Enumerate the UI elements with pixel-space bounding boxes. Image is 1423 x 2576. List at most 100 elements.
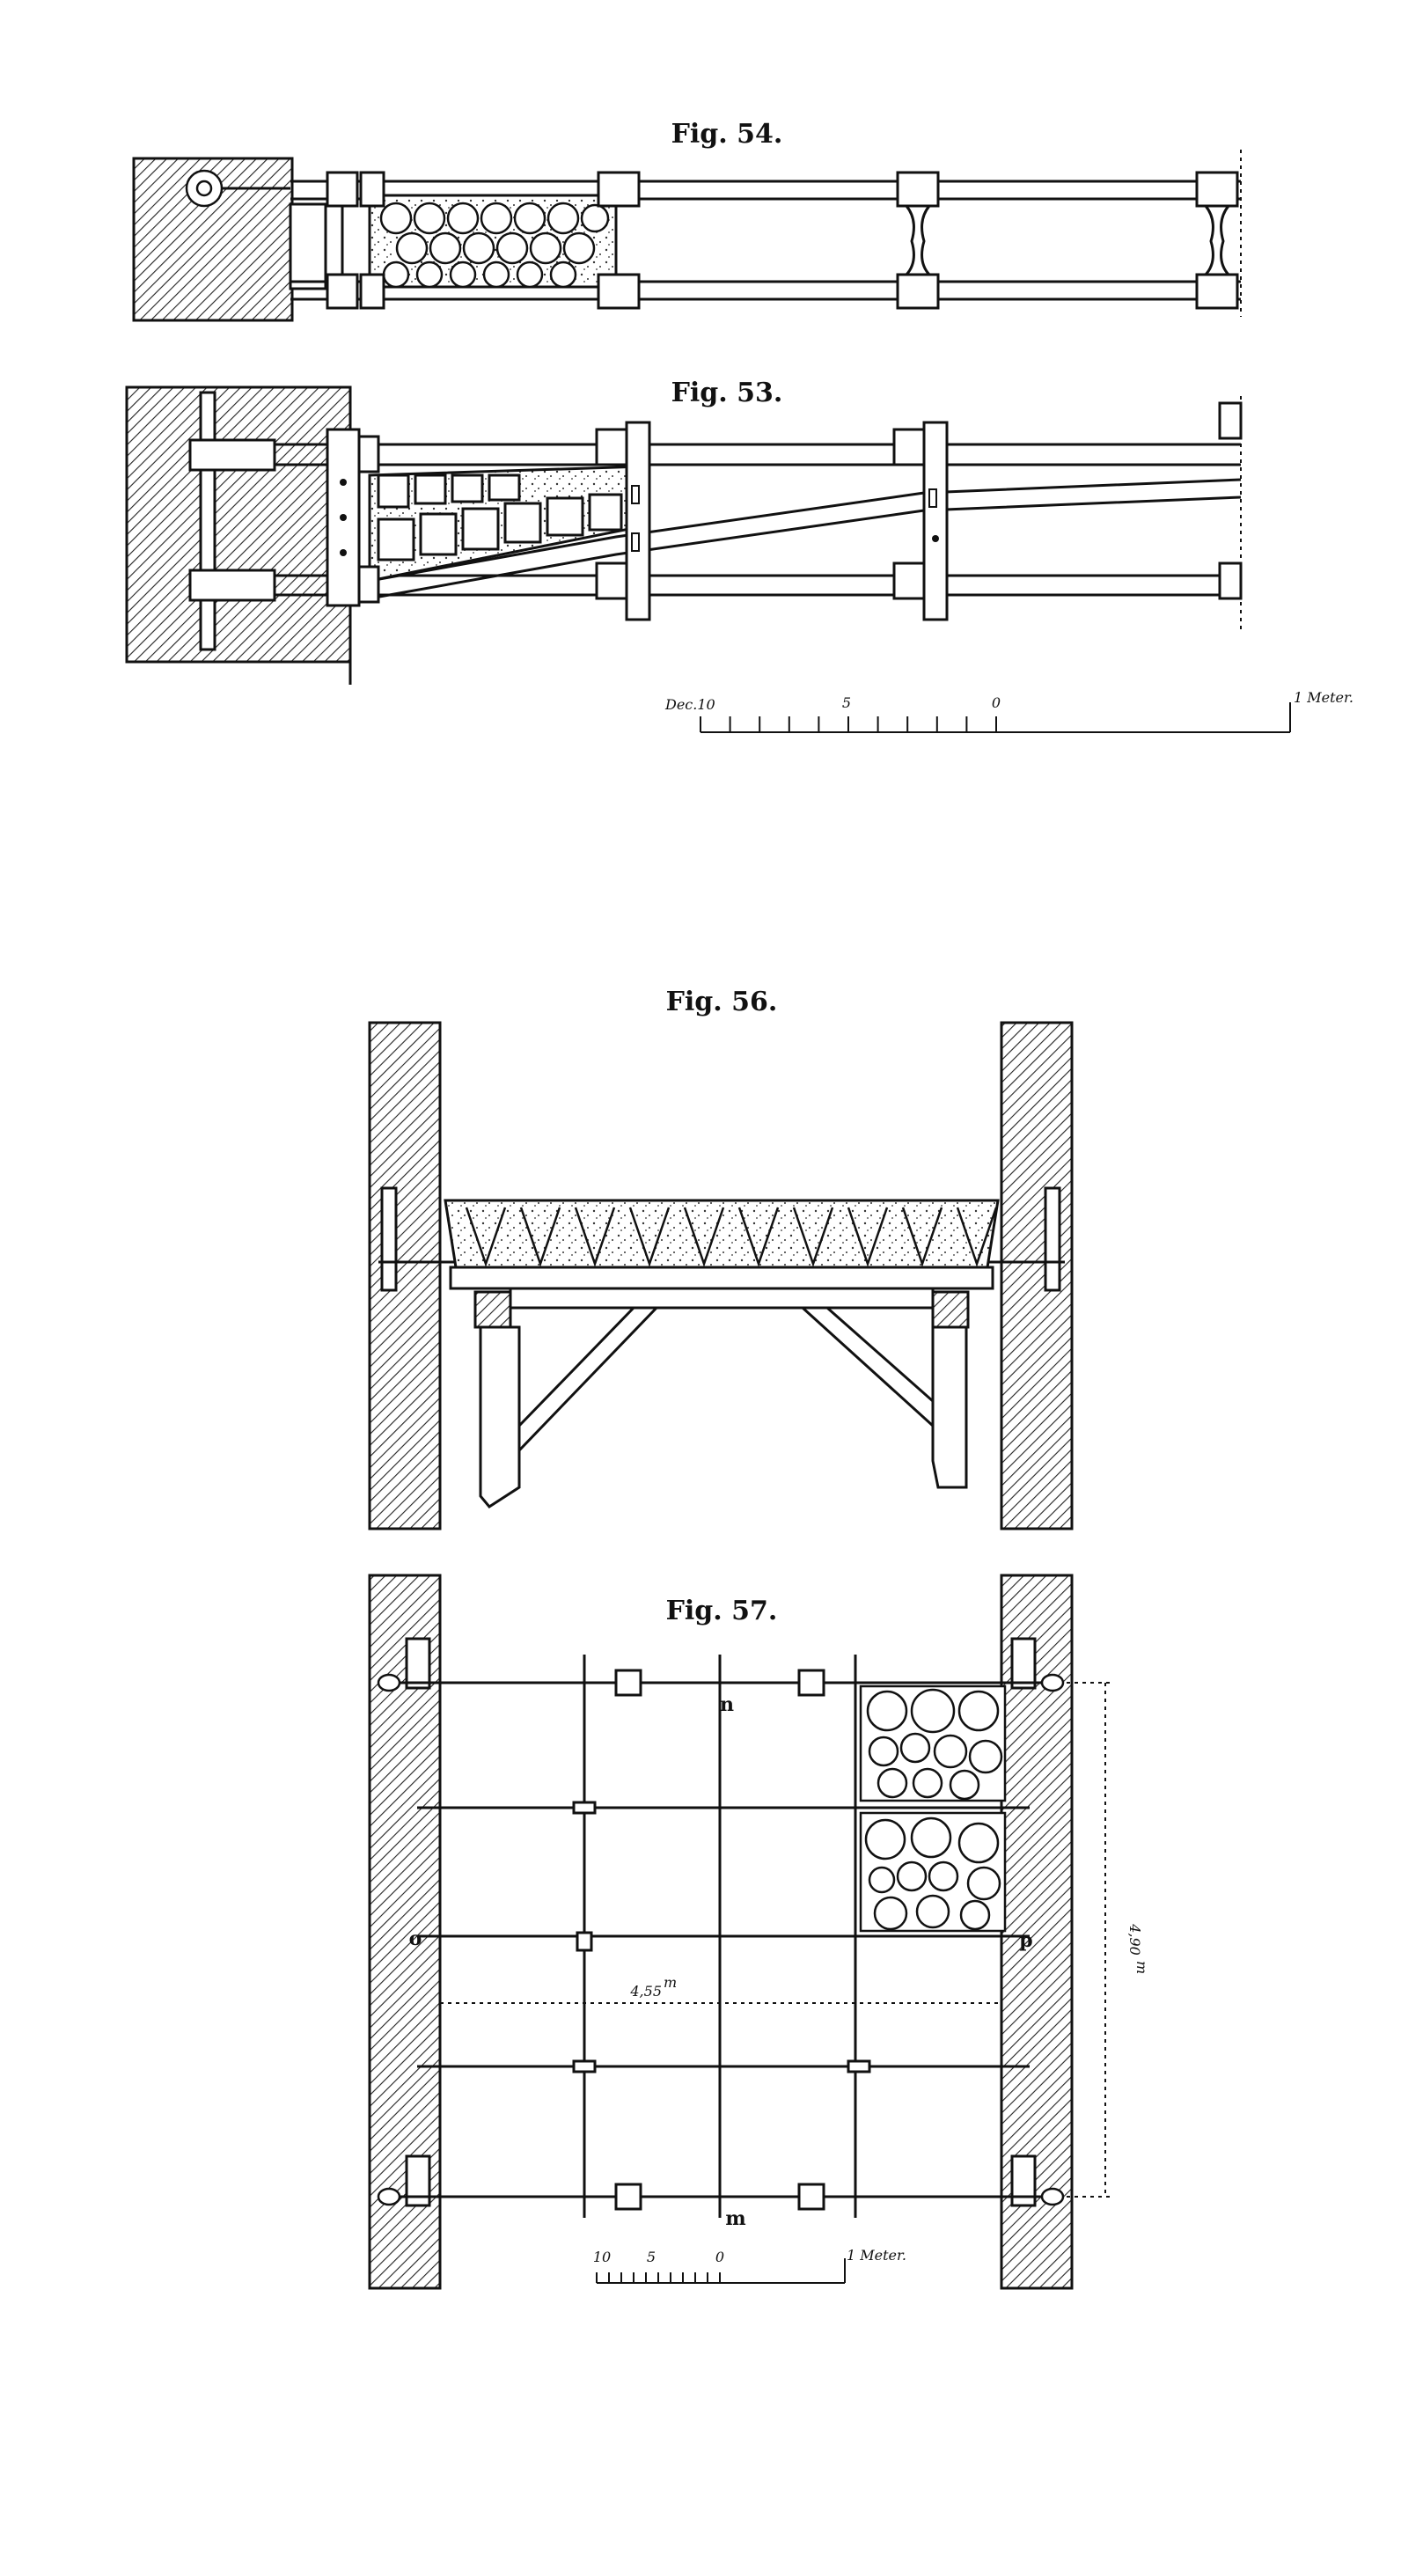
point-n-label: n xyxy=(720,1693,734,1716)
anchor-plate xyxy=(199,391,216,651)
trough-stake xyxy=(628,1207,671,1267)
ring-bolt-inner xyxy=(195,180,213,197)
point-p-label: p xyxy=(1019,1929,1032,1952)
trough-stake xyxy=(574,1207,616,1267)
fig-54-title: Fig. 54. xyxy=(671,119,783,150)
dim-width-value: 4,55 xyxy=(629,1983,662,2000)
box-row xyxy=(377,473,623,561)
clamp-1b-bottom xyxy=(359,273,385,310)
pipes-1 xyxy=(866,1688,1003,1801)
clamp-3-top xyxy=(896,171,940,208)
brace-left xyxy=(517,1306,660,1454)
trough-stake xyxy=(465,1207,507,1267)
eye-bolt-tr xyxy=(1040,1673,1065,1692)
trough-stake xyxy=(792,1207,834,1267)
wall-right xyxy=(1000,1021,1074,1530)
scale-top-mid-label: 5 xyxy=(842,694,851,711)
dim-width-unit: m xyxy=(664,1974,677,1991)
bolt-plate-left xyxy=(380,1186,398,1292)
figure-53: Fig. 53. xyxy=(125,378,1243,685)
i-beam-4 xyxy=(1204,205,1230,276)
trough-stake xyxy=(519,1207,561,1267)
anchor-tl xyxy=(405,1637,431,1690)
brace-right xyxy=(799,1306,935,1429)
clamp-1-top xyxy=(326,171,359,208)
joint-2a xyxy=(572,1801,597,1815)
clamp-1-bottom xyxy=(326,273,359,310)
leg-cap-right xyxy=(931,1290,970,1329)
diagonal-plank-b xyxy=(369,495,1242,600)
post-1-clip-top xyxy=(357,435,380,473)
figure-57: Fig. 57. xyxy=(368,1574,1150,2290)
anchor-tr xyxy=(1010,1637,1037,1690)
pipe-bundle xyxy=(379,202,610,289)
post-1 xyxy=(326,428,361,607)
scale-bottom-left-label: 10 xyxy=(593,2249,611,2265)
pipes-2 xyxy=(864,1816,1001,1931)
point-m-label: m xyxy=(725,2207,745,2230)
trough-stake xyxy=(683,1207,725,1267)
scale-top-left-label: Dec.10 xyxy=(664,696,715,713)
eye-bolt-bl xyxy=(377,2187,401,2206)
clip-4-bottom xyxy=(1218,561,1243,600)
clamp-1b-top xyxy=(359,171,385,208)
clip-3-top xyxy=(892,428,926,466)
diagonal-plank-a xyxy=(369,478,1242,583)
joint-4a xyxy=(572,2059,597,2073)
trough-stake xyxy=(847,1207,889,1267)
i-beam-3 xyxy=(905,205,931,276)
bolt-plate-right xyxy=(1044,1186,1061,1292)
clamp-bottom-2 xyxy=(797,2183,825,2211)
clamp-top-1 xyxy=(614,1669,642,1697)
clamp-2-top xyxy=(597,171,641,208)
eye-bolt-br xyxy=(1040,2187,1065,2206)
clamp-3-bottom xyxy=(896,273,940,310)
scale-bottom-zero-label: 0 xyxy=(715,2249,724,2265)
scale-bottom-right-label: 1 Meter. xyxy=(847,2247,906,2264)
dim-height-value: 4,90 xyxy=(1126,1923,1143,1956)
joint-o xyxy=(576,1931,593,1952)
fig-56-title: Fig. 56. xyxy=(666,987,778,1017)
trough-stake xyxy=(737,1207,780,1267)
clamp-2-bottom xyxy=(597,273,641,310)
anchor-block-bottom xyxy=(188,569,276,602)
scale-top-right-label: 1 Meter. xyxy=(1294,689,1353,706)
clamp-top-2 xyxy=(797,1669,825,1697)
scale-top-zero-label: 0 xyxy=(992,694,1001,711)
cross-beam xyxy=(509,1287,935,1310)
post-1-clip-bottom xyxy=(357,565,380,604)
platform-beam xyxy=(449,1266,994,1290)
trough-stake xyxy=(956,1207,998,1267)
eye-bolt-tl xyxy=(377,1673,401,1692)
clip-3-bottom xyxy=(892,561,926,600)
figure-56: Fig. 56. xyxy=(368,987,1074,1530)
clamp-4-bottom xyxy=(1195,273,1239,310)
post-2 xyxy=(625,421,651,621)
anchor-br xyxy=(1010,2154,1037,2207)
clip-4-top xyxy=(1218,401,1243,440)
leg-right xyxy=(931,1325,968,1489)
trough-stake xyxy=(901,1207,943,1267)
wall-left xyxy=(368,1021,442,1530)
leg-left xyxy=(479,1325,521,1508)
anchor-bl xyxy=(405,2154,431,2207)
clamp-bottom-1 xyxy=(614,2183,642,2211)
scale-bottom-mid-label: 5 xyxy=(647,2249,656,2265)
leg-cap-left xyxy=(473,1290,512,1329)
scale-bar-bottom: 10 5 0 1 Meter. xyxy=(593,2247,906,2284)
clip-2-top xyxy=(595,428,628,466)
dim-height-label: 4,90 m xyxy=(1126,1923,1150,1974)
fig-53-title: Fig. 53. xyxy=(671,378,783,408)
figure-54: Fig. 54. xyxy=(132,119,1242,322)
joint-4b xyxy=(847,2059,871,2073)
post-3 xyxy=(922,421,949,621)
anchor-block-top xyxy=(188,438,276,472)
dim-height-unit: m xyxy=(1133,1961,1150,1974)
clip-2-bottom xyxy=(595,561,628,600)
scale-bar-top: Dec.10 5 0 1 Meter. xyxy=(664,689,1353,733)
point-o-label: o xyxy=(409,1927,422,1950)
clamp-4-top xyxy=(1195,171,1239,208)
fig-57-title: Fig. 57. xyxy=(666,1596,778,1626)
trough-stakes xyxy=(465,1207,998,1267)
